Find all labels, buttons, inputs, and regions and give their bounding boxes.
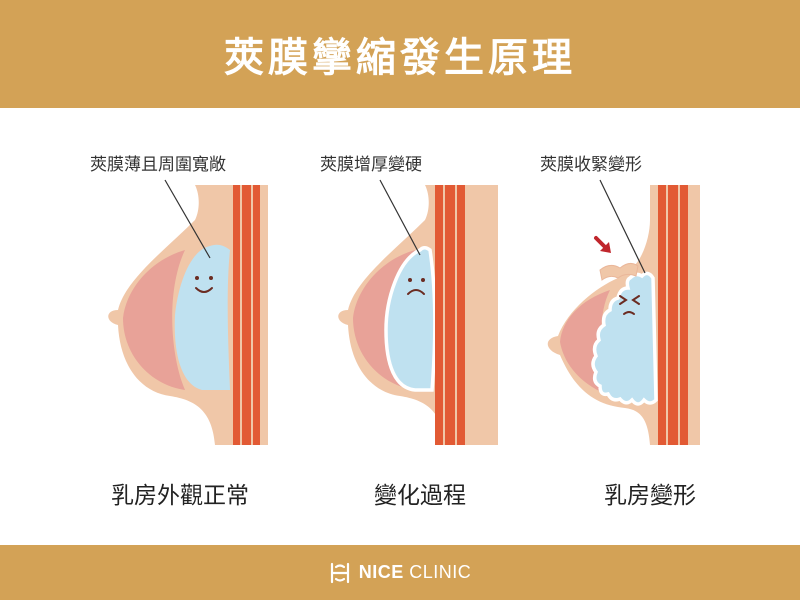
brand-name: NICE CLINIC xyxy=(359,562,472,583)
breast-tissue xyxy=(123,250,185,390)
down-right-arrow-icon xyxy=(594,236,611,253)
implant xyxy=(384,246,437,392)
implant-face-frown xyxy=(407,278,425,295)
panel-label: 莢膜薄且周圍寬敞 xyxy=(90,155,226,175)
brand-name-bold: NICE xyxy=(358,562,404,582)
panel-contracted: 莢膜收緊變形 乳房變形 xyxy=(540,150,780,509)
panel-caption: 乳房變形 xyxy=(604,483,696,509)
pointer-line xyxy=(379,179,421,256)
brand-name-rest: CLINIC xyxy=(409,562,472,582)
panel-caption: 變化過程 xyxy=(374,483,466,509)
muscle-layer xyxy=(233,185,260,445)
implant-wavy xyxy=(591,271,658,406)
panel-caption: 乳房外觀正常 xyxy=(111,483,249,509)
panel-thickened: 莢膜增厚變硬 變化過程 xyxy=(320,150,560,509)
implant xyxy=(174,244,230,390)
tissue-bump xyxy=(599,262,639,281)
clinic-logo-icon xyxy=(330,562,349,583)
breast-diagram-thickened xyxy=(338,179,498,445)
breast-diagram-contracted xyxy=(547,179,700,445)
pointer-line xyxy=(164,179,211,259)
header-banner: 莢膜攣縮發生原理 xyxy=(0,0,800,108)
implant-face-smile xyxy=(195,276,213,293)
panel-normal: 莢膜薄且周圍寬敞 乳房外觀正常 xyxy=(90,150,330,509)
breast-diagram-normal xyxy=(108,179,268,445)
panel-label: 莢膜增厚變硬 xyxy=(320,155,422,175)
page-title: 莢膜攣縮發生原理 xyxy=(224,35,576,81)
muscle-layer xyxy=(435,185,465,445)
brand-logo: NICE CLINIC xyxy=(329,562,472,584)
pointer-line xyxy=(599,179,646,274)
muscle-layer xyxy=(658,185,688,445)
panel-label: 莢膜收緊變形 xyxy=(540,155,642,175)
footer-banner: NICE CLINIC xyxy=(0,545,800,600)
implant-face-squint xyxy=(619,295,640,315)
